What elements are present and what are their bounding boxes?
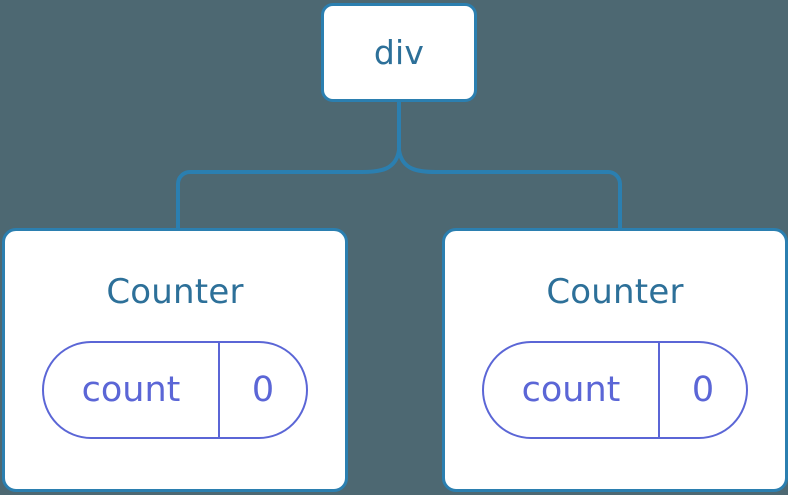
- node-counter-left[interactable]: Counter count 0: [2, 228, 348, 492]
- node-counter-right[interactable]: Counter count 0: [442, 228, 788, 492]
- state-key-right: count: [484, 343, 660, 437]
- connector-branch-left: [176, 148, 401, 230]
- state-pill-right: count 0: [482, 341, 748, 439]
- node-div[interactable]: div: [321, 3, 477, 102]
- state-pill-left: count 0: [42, 341, 308, 439]
- state-key-left: count: [44, 343, 220, 437]
- node-div-label: div: [373, 33, 425, 72]
- state-value-right: 0: [691, 369, 715, 410]
- node-counter-right-label: Counter: [546, 272, 684, 312]
- state-value-left: 0: [251, 369, 275, 410]
- connector-branch-right: [397, 148, 622, 230]
- node-counter-left-label: Counter: [106, 272, 244, 312]
